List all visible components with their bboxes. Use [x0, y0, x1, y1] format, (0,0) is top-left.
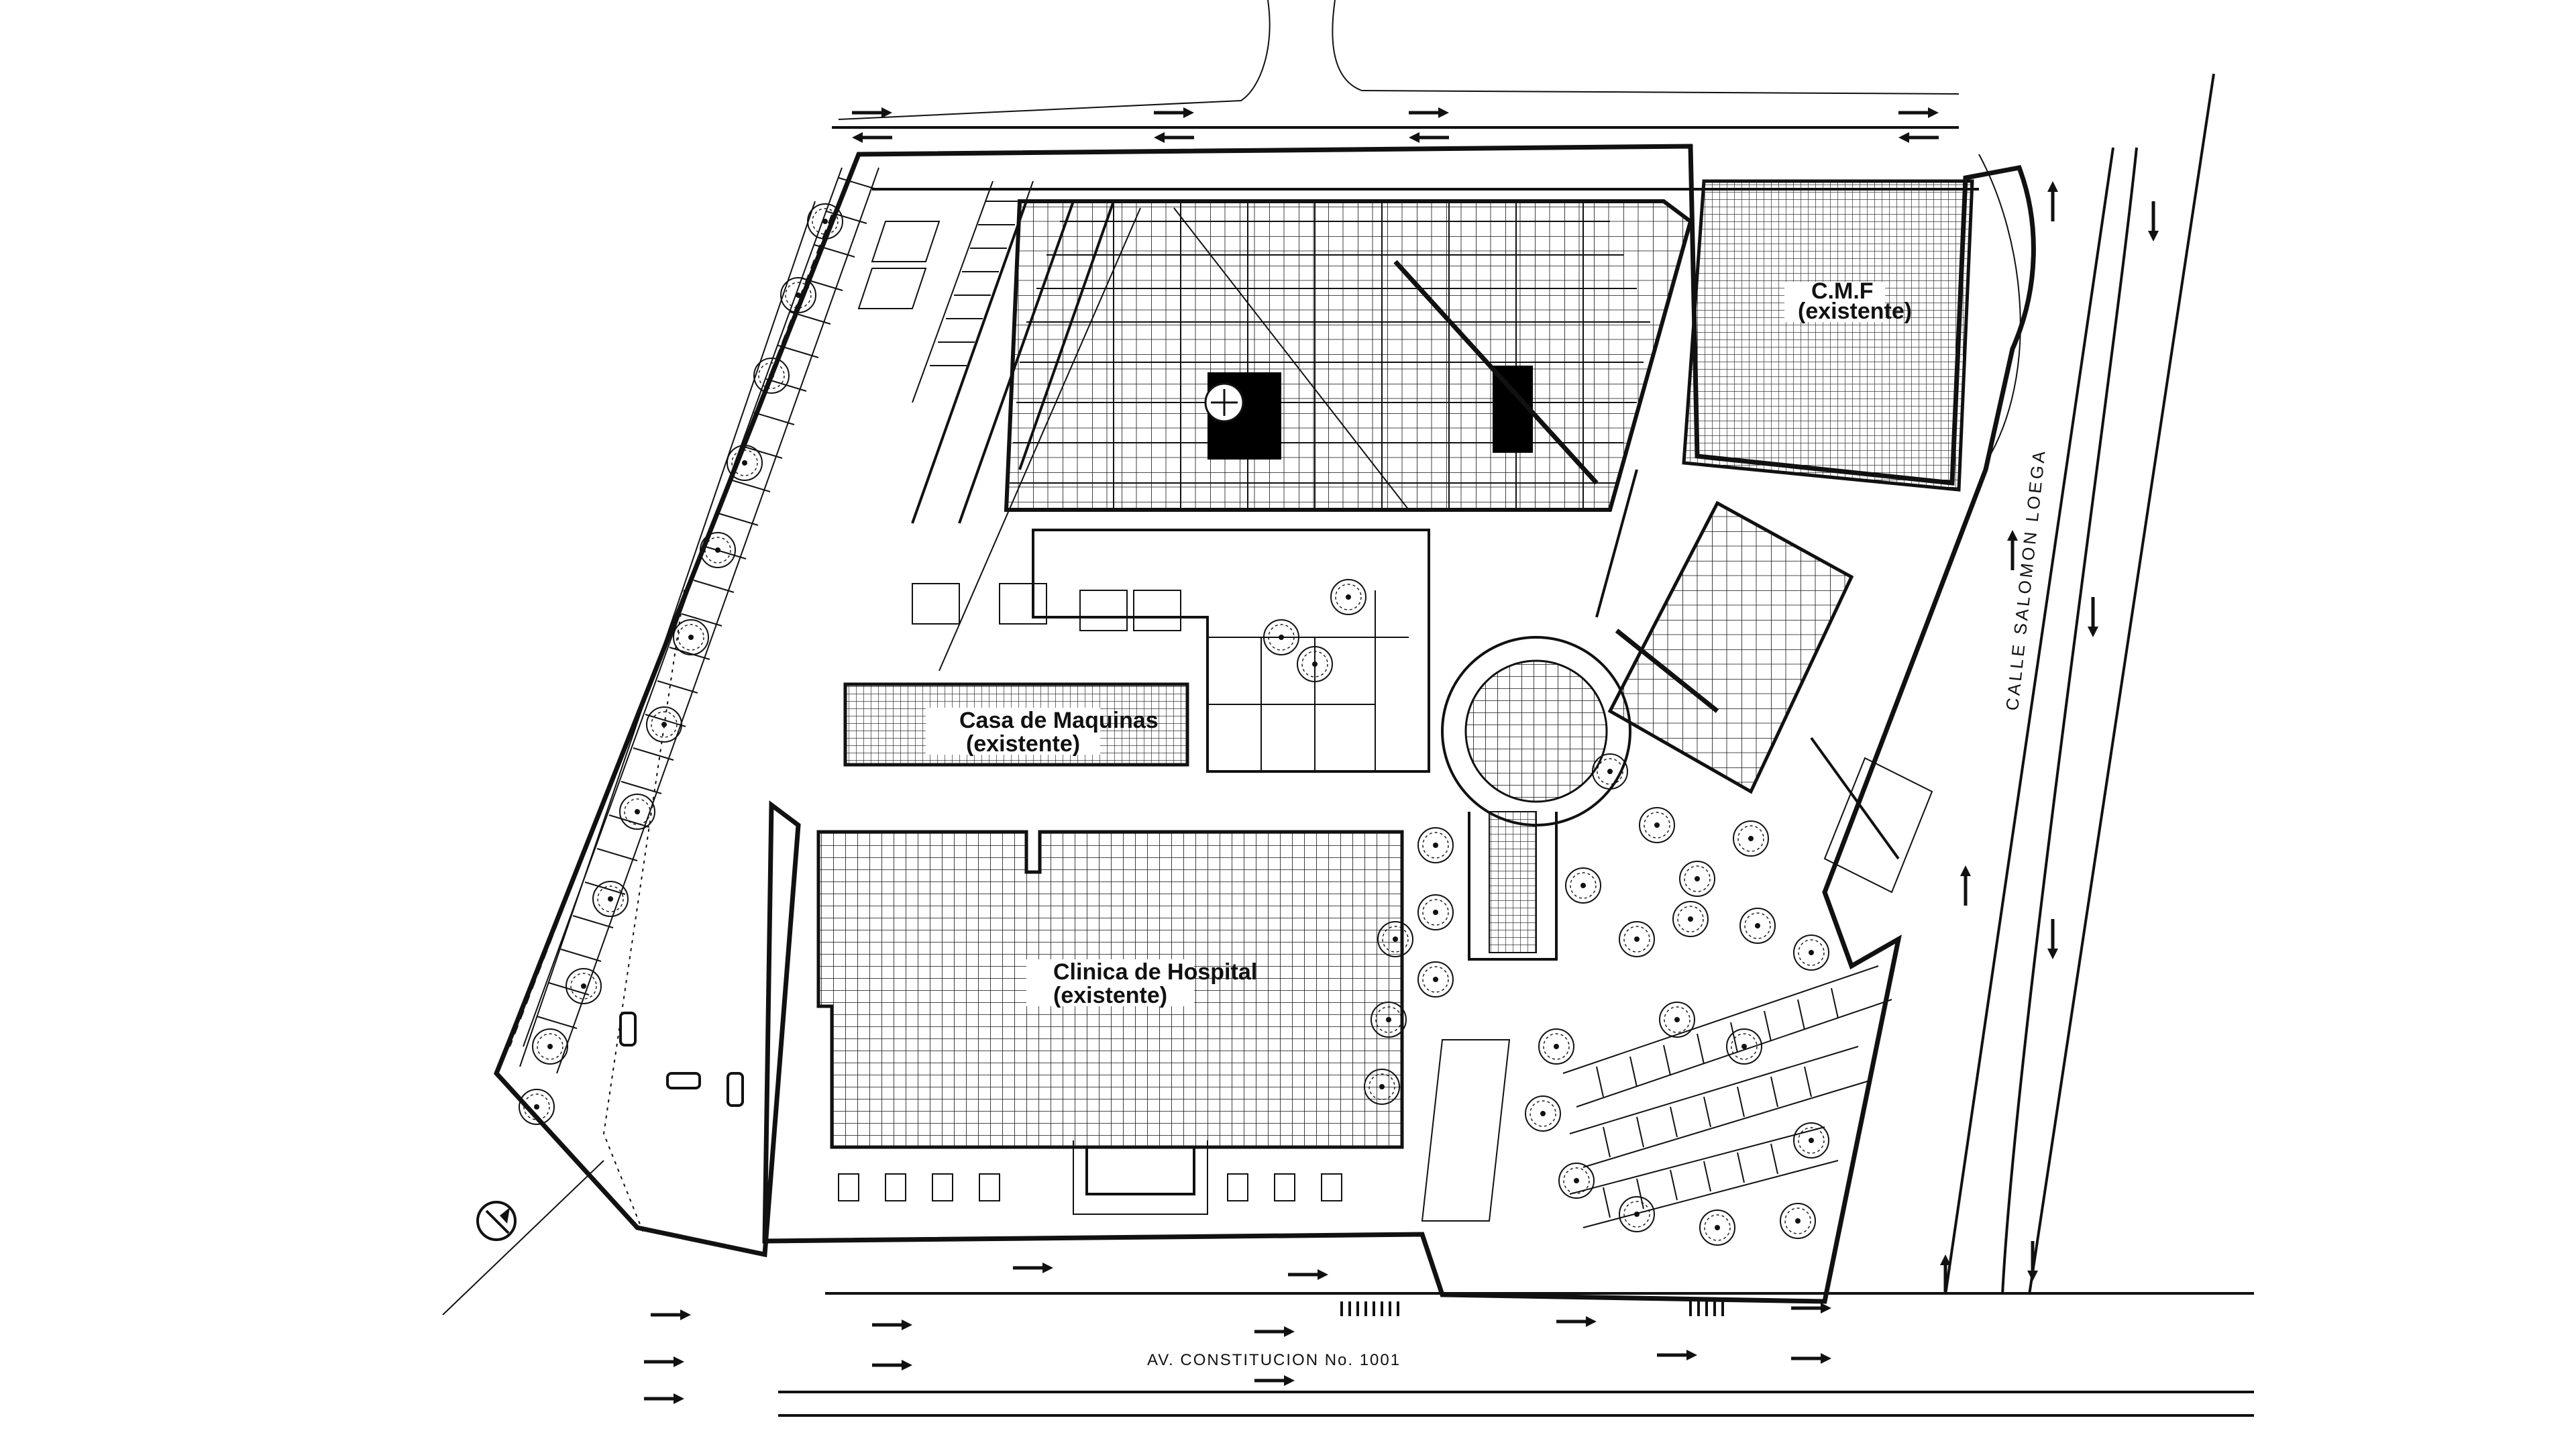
clinic-parking	[838, 1173, 1342, 1201]
building-clinic: Clinica de Hospital (existente)	[816, 830, 1404, 1215]
crosswalk	[1340, 1301, 1724, 1316]
plaza	[1421, 636, 1631, 1222]
main-building	[911, 199, 1693, 672]
cmf-status: (existente)	[1798, 299, 1912, 324]
cmf-name: C.M.F	[1811, 278, 1874, 304]
parking-left	[519, 167, 879, 1125]
annex	[912, 529, 1430, 773]
road-top	[832, 0, 1979, 191]
side-street-label: CALLE SALOMON LOEGA	[2002, 447, 2049, 711]
road-right	[1944, 73, 2215, 1295]
right-wing	[1595, 469, 1933, 894]
parking-right	[1562, 965, 1892, 1228]
machines-name: Casa de Maquinas	[959, 708, 1159, 733]
parking-diagonal	[857, 180, 1034, 410]
site-boundary	[493, 144, 2036, 1304]
car-icon	[619, 1012, 744, 1107]
machines-status: (existente)	[966, 731, 1080, 757]
road-bottom	[442, 1160, 2254, 1417]
north-arrow-icon	[476, 1201, 517, 1241]
building-cmf: C.M.F (existente)	[1682, 179, 1974, 492]
building-machines: Casa de Maquinas (existente)	[843, 682, 1189, 767]
clinic-name: Clinica de Hospital	[1053, 959, 1257, 985]
avenue-label: AV. CONSTITUCION No. 1001	[1147, 1351, 1401, 1369]
clinic-status: (existente)	[1053, 983, 1167, 1008]
